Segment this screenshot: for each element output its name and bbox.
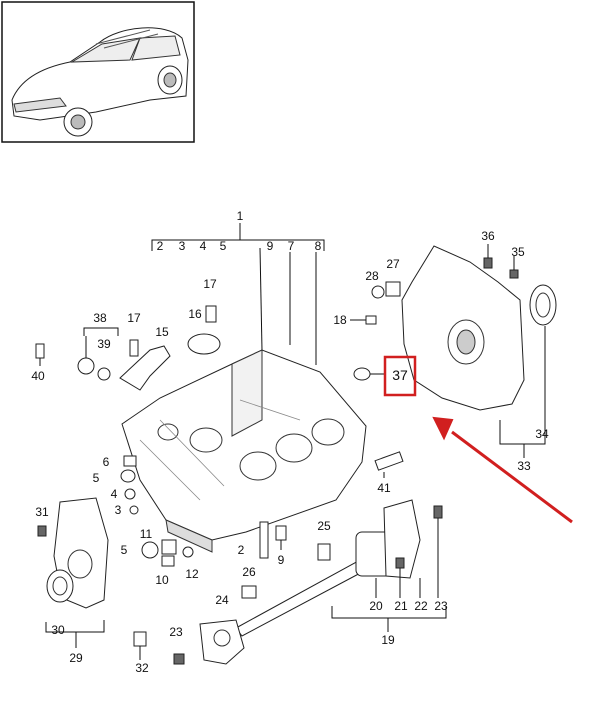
ring-12	[182, 546, 194, 558]
plug-18	[365, 315, 377, 325]
block-10	[161, 555, 175, 567]
seal-37	[353, 367, 371, 381]
callout-23: 23	[434, 599, 448, 613]
callout-12: 12	[185, 567, 199, 581]
callout-18: 18	[333, 313, 347, 327]
callout-36: 36	[481, 229, 495, 243]
plug-5c	[141, 541, 159, 559]
oring-28	[371, 285, 385, 299]
clip-11	[161, 539, 177, 555]
sensor-38	[77, 357, 95, 375]
bolt-23	[433, 505, 443, 519]
sensor-32	[133, 631, 147, 647]
plug-27	[385, 281, 401, 297]
callout-11: 11	[140, 527, 153, 541]
callout-35: 35	[511, 245, 525, 259]
oring-39	[97, 367, 111, 381]
callout-41: 41	[377, 481, 391, 495]
highlight-box-37	[383, 355, 417, 397]
housing-16	[187, 333, 221, 355]
rear-cover-plate	[401, 245, 525, 411]
callout-21: 21	[394, 599, 408, 613]
callout-39: 39	[97, 337, 111, 351]
callout-15: 15	[155, 325, 169, 339]
callout-4b: 4	[111, 487, 118, 501]
callout-29: 29	[69, 651, 83, 665]
bearing-26	[241, 585, 257, 599]
oring-4	[124, 488, 136, 500]
callout-9: 9	[267, 239, 274, 253]
callout-17: 17	[203, 277, 217, 291]
callout-17b: 17	[127, 311, 141, 325]
callout-30: 30	[51, 623, 65, 637]
bolt-2b	[259, 521, 269, 559]
callout-27: 27	[386, 257, 400, 271]
callout-4: 4	[200, 239, 207, 253]
callout-38: 38	[93, 311, 107, 325]
bolt-40	[35, 343, 45, 359]
callout-6: 6	[103, 455, 110, 469]
gear-25	[317, 543, 331, 561]
sleeve-9b	[275, 525, 287, 541]
callout-8: 8	[315, 239, 322, 253]
highlight-arrow-head	[432, 416, 454, 441]
callout-20: 20	[369, 599, 383, 613]
vehicle-thumbnail	[1, 1, 195, 143]
engine-block	[121, 349, 367, 553]
cover-22	[383, 499, 421, 579]
highlight-arrow	[451, 430, 573, 524]
bolt-31	[37, 525, 47, 537]
plug-5a	[120, 469, 136, 483]
callout-26: 26	[242, 565, 256, 579]
callout-22: 22	[414, 599, 428, 613]
callout-10: 10	[155, 573, 169, 587]
callout-16: 16	[188, 307, 202, 321]
callout-2b: 2	[238, 543, 245, 557]
bolt-17a	[129, 339, 139, 357]
callout-1: 1	[237, 209, 244, 223]
callout-7: 7	[288, 239, 295, 253]
callout-24: 24	[215, 593, 229, 607]
callout-5b: 5	[93, 471, 100, 485]
ring-3	[129, 505, 139, 515]
plug-6	[123, 455, 137, 467]
callout-33: 33	[517, 459, 531, 473]
callout-9b: 9	[278, 553, 285, 567]
bracket-15	[119, 345, 171, 391]
callout-3: 3	[179, 239, 186, 253]
bolt-35	[509, 269, 519, 279]
callout-3b: 3	[115, 503, 122, 517]
callout-5c: 5	[121, 543, 128, 557]
part-41	[374, 451, 404, 471]
callout-25: 25	[317, 519, 331, 533]
bolt-36	[483, 257, 493, 269]
callout-2: 2	[157, 239, 164, 253]
callout-31: 31	[35, 505, 49, 519]
callout-32: 32	[135, 661, 149, 675]
callout-19: 19	[381, 633, 395, 647]
callout-28: 28	[365, 269, 379, 283]
callout-37: 37	[392, 367, 408, 383]
bolt-17b	[205, 305, 217, 323]
bolt-23b	[173, 653, 185, 665]
callout-34: 34	[535, 427, 549, 441]
callout-40: 40	[31, 369, 45, 383]
callout-23b: 23	[169, 625, 183, 639]
callout-5: 5	[220, 239, 227, 253]
bolt-21	[395, 557, 405, 569]
